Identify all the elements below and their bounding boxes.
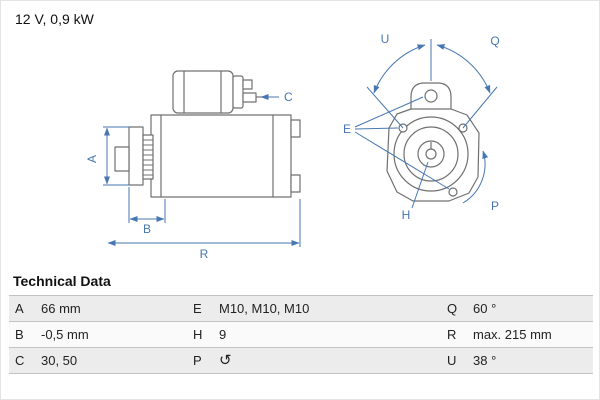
label-u: U [381,32,390,46]
spec-value-h: 9 [213,321,441,348]
label-c: C [284,90,293,104]
label-e: E [343,122,351,136]
label-b: B [143,222,151,236]
table-row: A 66 mm E M10, M10, M10 Q 60 ° [9,295,593,322]
rotation-direction-icon: ↺ [213,347,441,374]
table-row: C 30, 50 P ↺ U 38 ° [9,347,593,374]
front-view-drawing [386,82,480,202]
label-a: A [85,155,99,163]
spec-value-e: M10, M10, M10 [213,295,441,322]
spec-label-r: R [441,321,467,348]
spec-value-b: -0,5 mm [35,321,187,348]
front-view-annotations [354,39,498,209]
side-view-drawing [114,70,301,198]
spec-label-e: E [187,295,213,322]
label-q: Q [490,34,499,48]
label-h: H [402,208,411,222]
spec-label-c: C [9,347,35,374]
label-p: P [491,199,499,213]
section-title: Technical Data [13,273,111,289]
spec-label-p: P [187,347,213,374]
spec-label-a: A [9,295,35,322]
technical-data-section: Technical Data A 66 mm E M10, M10, M10 Q… [1,273,599,374]
spec-value-u: 38 ° [467,347,593,374]
label-r: R [200,247,209,261]
table-row: B -0,5 mm H 9 R max. 215 mm [9,321,593,348]
specs-table: A 66 mm E M10, M10, M10 Q 60 ° B -0,5 mm… [9,295,593,374]
spec-value-c: 30, 50 [35,347,187,374]
page-title: 12 V, 0,9 kW [15,11,94,27]
spec-value-q: 60 ° [467,295,593,322]
spec-label-b: B [9,321,35,348]
technical-drawing: A B C R [85,32,500,261]
spec-label-q: Q [441,295,467,322]
spec-value-r: max. 215 mm [467,321,593,348]
spec-label-u: U [441,347,467,374]
pinion-teeth [143,139,153,176]
spec-value-a: 66 mm [35,295,187,322]
side-view-dimensions [103,94,301,247]
spec-label-h: H [187,321,213,348]
